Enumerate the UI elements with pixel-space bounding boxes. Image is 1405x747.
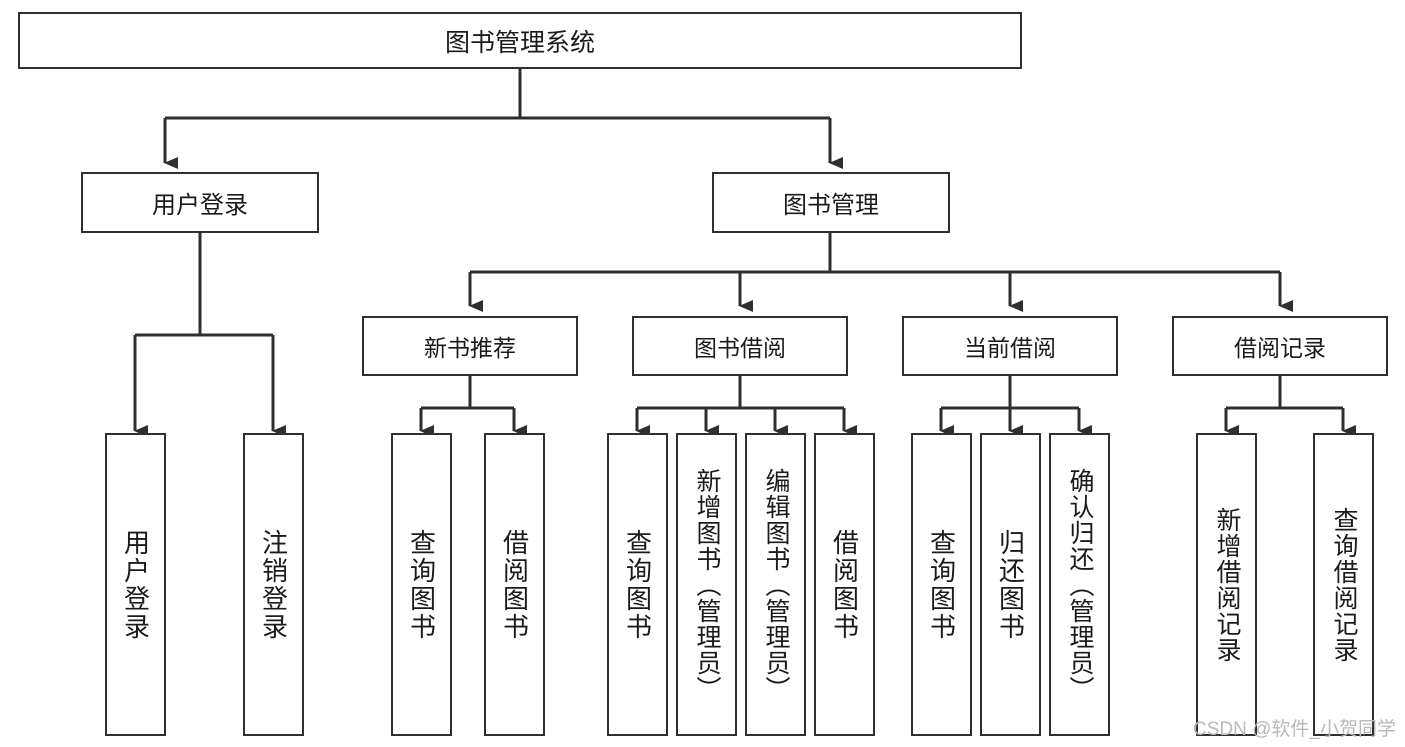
leaf-query-borrow-record[interactable]: 查询借阅记录: [1313, 433, 1374, 736]
leaf-label: 编辑图书（管理员）: [762, 467, 790, 702]
leaf-label: 新增图书（管理员）: [693, 467, 721, 702]
node-label: 借阅记录: [1234, 335, 1326, 361]
leaf-borrow-book-2[interactable]: 借阅图书: [814, 433, 875, 736]
node-label: 新书推荐: [424, 335, 516, 361]
leaf-query-book-1[interactable]: 查询图书: [391, 433, 452, 736]
leaf-query-book-2[interactable]: 查询图书: [607, 433, 668, 736]
node-label: 图书管理: [783, 192, 879, 219]
leaf-user-login[interactable]: 用户登录: [105, 433, 166, 736]
node-label: 当前借阅: [964, 335, 1056, 361]
node-label: 图书管理系统: [444, 28, 595, 57]
leaf-return-book[interactable]: 归还图书: [980, 433, 1041, 736]
node-current-borrow[interactable]: 当前借阅: [902, 316, 1118, 376]
leaf-query-book-3[interactable]: 查询图书: [911, 433, 972, 736]
leaf-label: 注销登录: [258, 528, 289, 641]
leaf-logout-login[interactable]: 注销登录: [243, 433, 304, 736]
node-label: 用户登录: [152, 192, 248, 219]
leaf-edit-book[interactable]: 编辑图书（管理员）: [745, 433, 806, 736]
leaf-label: 用户登录: [120, 528, 151, 641]
leaf-confirm-return[interactable]: 确认归还（管理员）: [1049, 433, 1110, 736]
node-book-management[interactable]: 图书管理: [712, 172, 950, 233]
leaf-borrow-book-1[interactable]: 借阅图书: [484, 433, 545, 736]
leaf-label: 确认归还（管理员）: [1066, 467, 1094, 702]
node-user-login[interactable]: 用户登录: [81, 172, 319, 233]
leaf-label: 查询图书: [926, 528, 957, 641]
leaf-label: 新增借阅记录: [1213, 506, 1241, 663]
leaf-label: 借阅图书: [499, 528, 530, 641]
node-borrow-record[interactable]: 借阅记录: [1172, 316, 1388, 376]
leaf-label: 查询图书: [406, 528, 437, 641]
node-book-management-system[interactable]: 图书管理系统: [18, 12, 1022, 69]
node-new-book-recommend[interactable]: 新书推荐: [362, 316, 578, 376]
leaf-label: 归还图书: [995, 528, 1026, 641]
leaf-add-book[interactable]: 新增图书（管理员）: [676, 433, 737, 736]
leaf-add-borrow-record[interactable]: 新增借阅记录: [1196, 433, 1257, 736]
leaf-label: 查询借阅记录: [1330, 506, 1358, 663]
leaf-label: 借阅图书: [829, 528, 860, 641]
leaf-label: 查询图书: [622, 528, 653, 641]
node-book-borrow[interactable]: 图书借阅: [632, 316, 848, 376]
node-label: 图书借阅: [694, 335, 786, 361]
csdn-watermark: CSDN @软件_小贺同学: [1193, 719, 1396, 740]
